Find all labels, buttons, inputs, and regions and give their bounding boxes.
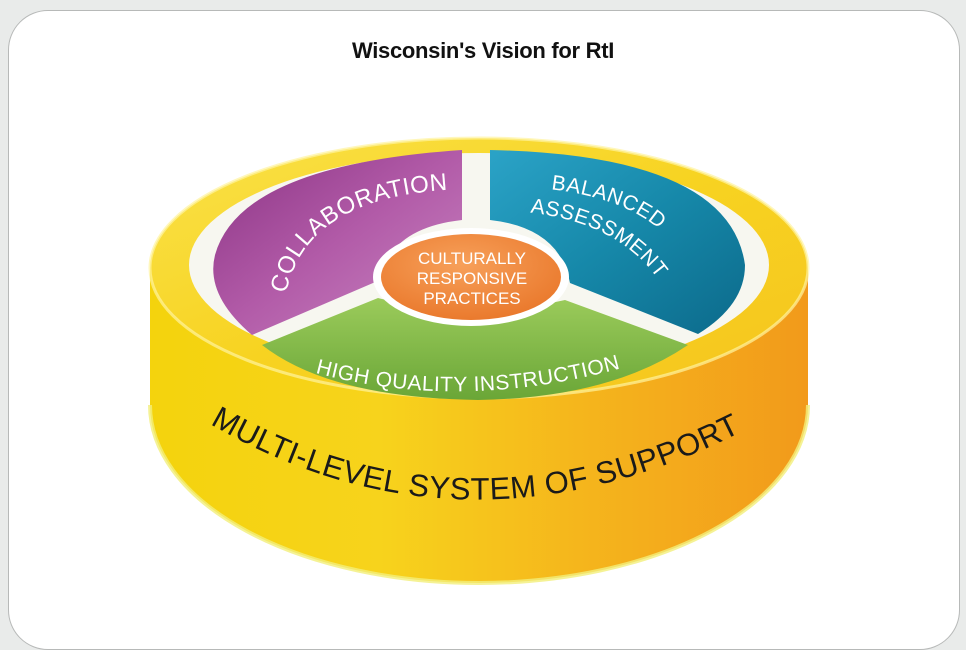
page-title: Wisconsin's Vision for RtI [351,38,615,63]
center-line-3: PRACTICES [423,289,520,308]
segment-balanced-assessment [490,150,745,334]
rti-diagram: COLLABORATION BALANCED ASSESSMENT HIGH Q… [148,136,810,585]
disk-side-rim [148,404,810,585]
center-line-1: CULTURALLY [418,249,526,268]
segment-collaboration [213,150,462,335]
segment-high-quality-instruction [262,298,688,400]
center-line-2: RESPONSIVE [417,269,528,288]
center-label: CULTURALLY RESPONSIVE PRACTICES [417,249,528,308]
center-ellipse [381,234,561,320]
segments [213,150,745,400]
